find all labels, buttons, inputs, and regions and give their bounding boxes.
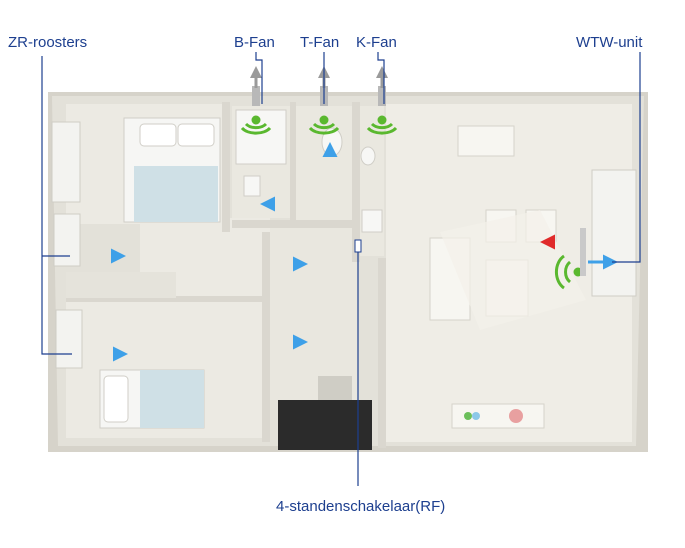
k-fan-label: K-Fan (356, 34, 397, 51)
t-fan-label: T-Fan (300, 34, 340, 51)
rf-switch-device (354, 239, 362, 253)
air-flow-arrows (70, 142, 618, 362)
leader-lines (41, 52, 641, 486)
wtw-unit-label: WTW-unit (576, 34, 643, 51)
wtw-unit-device (580, 228, 586, 276)
t-fan-wireless-icon (308, 115, 340, 135)
tv-cabinet-buttons (464, 409, 523, 423)
bed-top (123, 117, 221, 223)
switch-label: 4-standenschakelaar(RF) (276, 498, 446, 515)
zr-roosters-label: ZR-roosters (8, 34, 88, 51)
window-frames (51, 121, 637, 369)
bed-bottom (99, 369, 205, 429)
k-fan-wireless-icon (366, 115, 398, 135)
b-fan-wireless-icon (240, 115, 272, 135)
b-fan-label: B-Fan (234, 34, 275, 51)
